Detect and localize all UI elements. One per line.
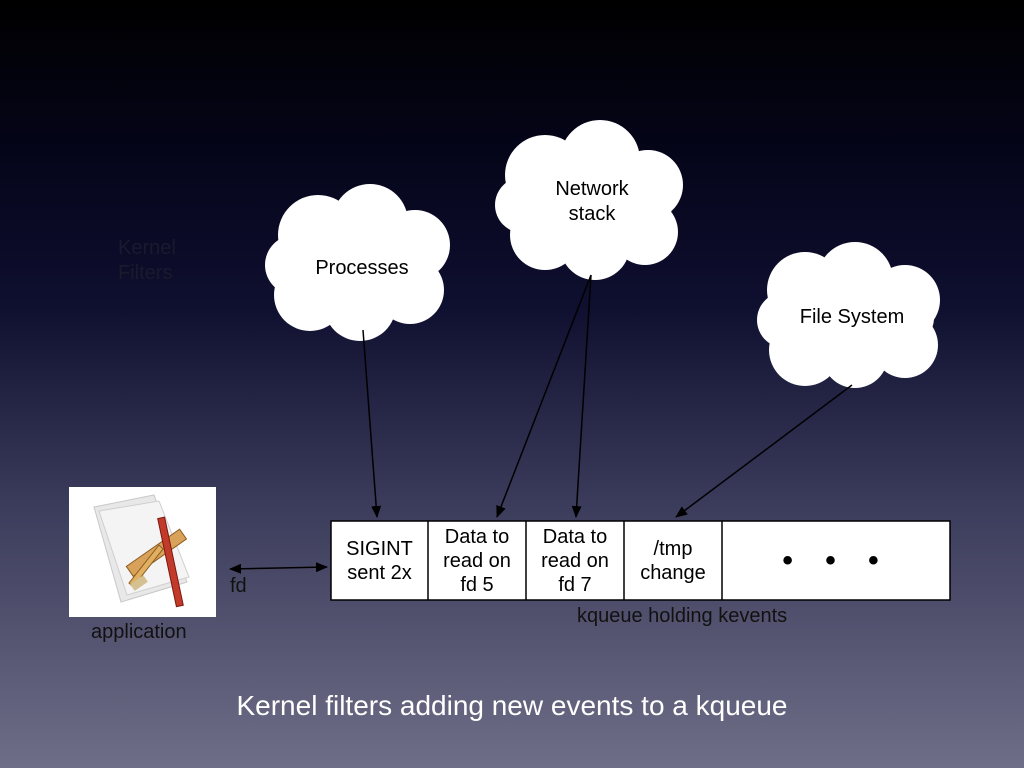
arrow-network-to-fd7	[571, 274, 592, 518]
processes-cloud	[265, 184, 450, 341]
queue-cell-sigint: SIGINT sent 2x	[346, 537, 413, 584]
arrow-processes-to-sigint	[362, 329, 382, 518]
queue-more-ellipsis: • • •	[782, 543, 891, 577]
arrow-fd-bidirectional	[229, 562, 328, 574]
application-icon	[93, 494, 190, 608]
fd-label: fd	[230, 575, 247, 597]
slide-caption: Kernel filters adding new events to a kq…	[236, 690, 788, 721]
queue-cell-tmp: /tmp change	[640, 537, 706, 584]
kqueue-box	[330, 520, 951, 601]
application-icon-card[interactable]	[69, 487, 216, 617]
file-system-label: File System	[799, 306, 905, 328]
arrow-network-to-fd5	[496, 274, 592, 518]
application-label: application	[91, 621, 187, 643]
network-cloud	[495, 120, 683, 280]
processes-label: Processes	[315, 257, 409, 279]
network-stack-label: Network stack	[555, 178, 629, 225]
arrow-filesystem-to-tmp	[675, 384, 853, 518]
queue-cell-fd7: Data to read on fd 7	[541, 525, 609, 596]
kernel-filters-faint-label: Kernel Filters	[118, 237, 176, 284]
filesystem-cloud	[757, 242, 940, 388]
queue-cell-fd5: Data to read on fd 5	[443, 525, 511, 596]
kqueue-label: kqueue holding kevents	[577, 605, 788, 627]
